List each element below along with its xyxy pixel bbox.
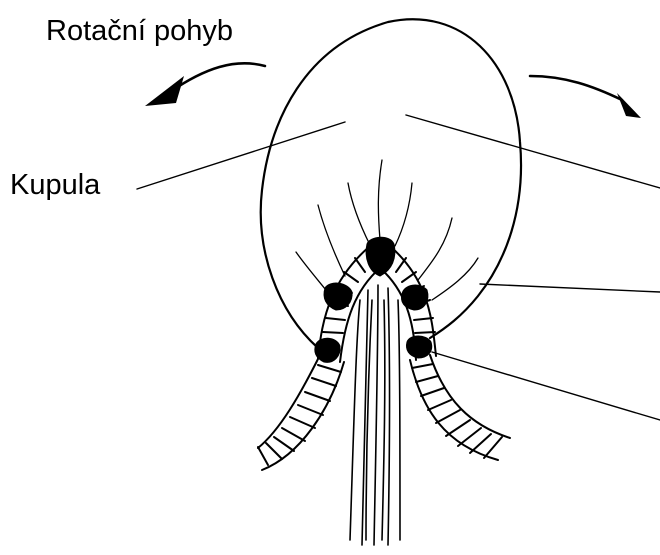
hair-cells xyxy=(315,237,432,362)
curved-arrow-right-icon xyxy=(530,76,641,118)
cupula-outline xyxy=(261,19,521,348)
curved-arrow-left-icon xyxy=(145,63,265,106)
left-ampulla-wall xyxy=(258,355,344,470)
nerve-fibers xyxy=(350,285,400,545)
sensory-hairs xyxy=(296,160,478,300)
